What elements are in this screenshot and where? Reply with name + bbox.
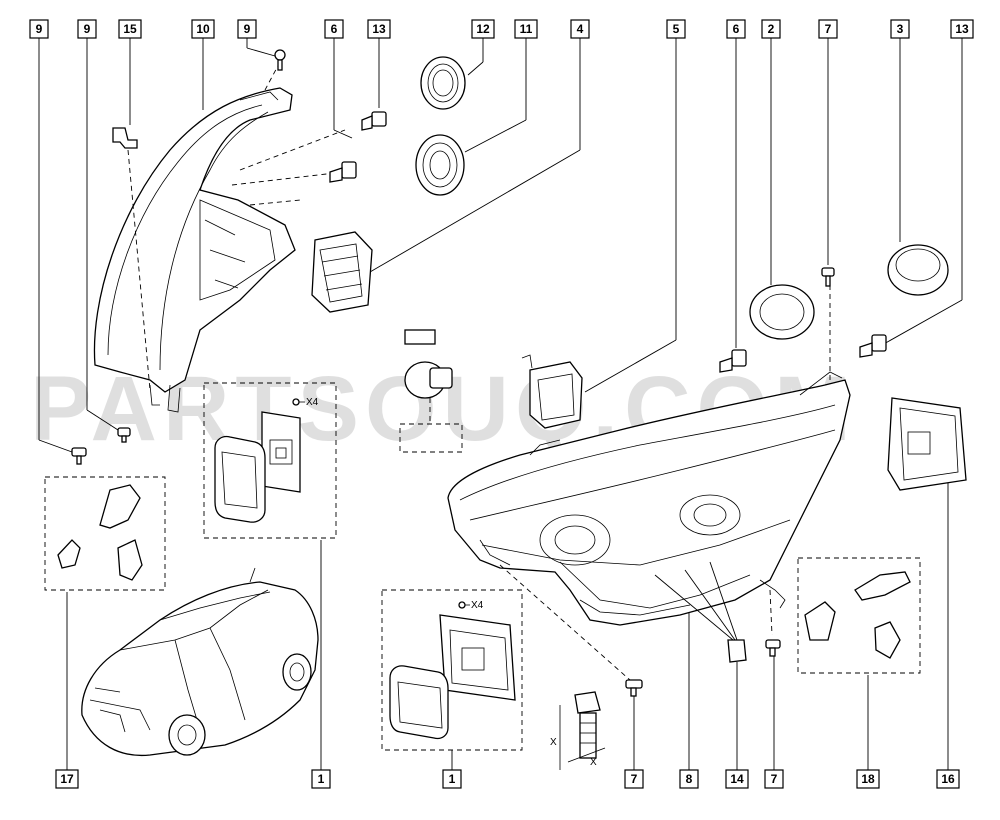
callout-16[interactable]: 16 [936, 769, 960, 789]
svg-text:17: 17 [60, 772, 74, 786]
callout-12[interactable]: 12 [471, 19, 495, 39]
bulb-socket-6-b[interactable] [719, 349, 747, 373]
group-box-bulb [399, 423, 463, 453]
svg-text:1: 1 [449, 772, 456, 786]
callout-17[interactable]: 17 [55, 769, 79, 789]
cap-part-3[interactable] [887, 244, 949, 296]
svg-text:3: 3 [897, 22, 904, 36]
callout-13-a[interactable]: 13 [367, 19, 391, 39]
callout-3[interactable]: 3 [890, 19, 910, 39]
align-line-7-b2 [769, 589, 773, 636]
screw-part-7-b1[interactable] [625, 679, 643, 697]
callout-14[interactable]: 14 [725, 769, 749, 789]
screw-part-9-mid[interactable] [117, 427, 131, 443]
callout-10[interactable]: 10 [191, 19, 215, 39]
group-box-ecu-left [203, 382, 337, 539]
screw-part-9-top[interactable] [274, 49, 286, 71]
svg-text:18: 18 [861, 772, 875, 786]
svg-text:13: 13 [372, 22, 386, 36]
svg-text:8: 8 [686, 772, 693, 786]
svg-text:7: 7 [631, 772, 638, 786]
svg-text:10: 10 [196, 22, 210, 36]
svg-text:4: 4 [577, 22, 584, 36]
svg-text:7: 7 [771, 772, 778, 786]
multiplier-x4-left: X4 [306, 397, 319, 408]
ecu-unit-16[interactable] [887, 397, 967, 491]
align-line-7-b1 [499, 564, 631, 681]
callout-7-top[interactable]: 7 [818, 19, 838, 39]
bulb-socket-13-b[interactable] [859, 334, 887, 358]
svg-text:11: 11 [520, 22, 533, 36]
bolt-dimension-detail: X X [550, 691, 606, 770]
svg-text:5: 5 [673, 22, 680, 36]
svg-text:7: 7 [825, 22, 832, 36]
svg-text:2: 2 [768, 22, 775, 36]
lead-14-b [684, 569, 736, 641]
lead-14-c [709, 561, 738, 641]
group-box-18 [797, 557, 921, 674]
multiplier-x4-mid: X4 [471, 600, 484, 611]
callout-9-a[interactable]: 9 [29, 19, 49, 39]
ecu-unit-left[interactable]: X4 [214, 397, 319, 523]
vehicle-illustration [81, 567, 319, 757]
svg-text:9: 9 [36, 22, 43, 36]
leader-lines [38, 38, 963, 770]
callout-11[interactable]: 11 [514, 19, 538, 39]
callout-9-b[interactable]: 9 [77, 19, 97, 39]
dim-x-vertical: X [550, 737, 557, 748]
callout-7-b1[interactable]: 7 [624, 769, 644, 789]
group-box-ecu-mid [381, 589, 523, 751]
svg-text:9: 9 [244, 22, 251, 36]
headlamp-main-view[interactable] [447, 371, 851, 626]
screw-part-7-b2[interactable] [765, 639, 781, 657]
align-line-13a [249, 199, 301, 206]
callout-5[interactable]: 5 [666, 19, 686, 39]
svg-text:15: 15 [123, 22, 137, 36]
svg-text:14: 14 [730, 772, 744, 786]
control-module-5[interactable] [521, 354, 583, 429]
svg-text:13: 13 [955, 22, 969, 36]
dim-x-horizontal: X [590, 757, 597, 768]
callout-1-b[interactable]: 1 [442, 769, 462, 789]
align-line-6b [231, 172, 336, 186]
group-box-17 [44, 476, 166, 591]
callout-15[interactable]: 15 [118, 19, 142, 39]
bulb-socket-6-a[interactable] [329, 161, 357, 183]
callout-2[interactable]: 2 [761, 19, 781, 39]
callout-7-b2[interactable]: 7 [764, 769, 784, 789]
callout-9-c[interactable]: 9 [237, 19, 257, 39]
screw-part-7-top[interactable] [821, 267, 835, 287]
bulb-socket-13-a[interactable] [361, 111, 387, 131]
headlamp-side-view[interactable] [93, 87, 296, 413]
svg-text:12: 12 [476, 22, 490, 36]
callout-4[interactable]: 4 [570, 19, 590, 39]
align-line-6a [239, 129, 346, 171]
callout-13-b[interactable]: 13 [950, 19, 974, 39]
cap-part-2[interactable] [749, 284, 815, 340]
callout-18[interactable]: 18 [856, 769, 880, 789]
svg-text:9: 9 [84, 22, 91, 36]
clip-part-14[interactable] [727, 639, 747, 663]
svg-text:6: 6 [331, 22, 338, 36]
screw-part-9-left[interactable] [71, 447, 87, 465]
bracket-set-17[interactable] [57, 484, 143, 581]
align-line-15 [127, 149, 151, 391]
bulb-part[interactable] [404, 329, 453, 424]
svg-text:16: 16 [941, 772, 955, 786]
cap-part-12[interactable] [420, 56, 466, 110]
callout-8[interactable]: 8 [679, 769, 699, 789]
callout-6-a[interactable]: 6 [324, 19, 344, 39]
lead-14-a [654, 574, 734, 641]
callout-6-b[interactable]: 6 [726, 19, 746, 39]
svg-text:6: 6 [733, 22, 740, 36]
clip-part-15[interactable] [112, 127, 138, 149]
control-module-4[interactable] [311, 231, 373, 313]
bracket-set-18[interactable] [804, 571, 911, 659]
svg-text:1: 1 [318, 772, 325, 786]
callout-1-a[interactable]: 1 [311, 769, 331, 789]
cap-part-11[interactable] [415, 134, 465, 196]
ecu-unit-mid[interactable]: X4 [389, 600, 516, 740]
